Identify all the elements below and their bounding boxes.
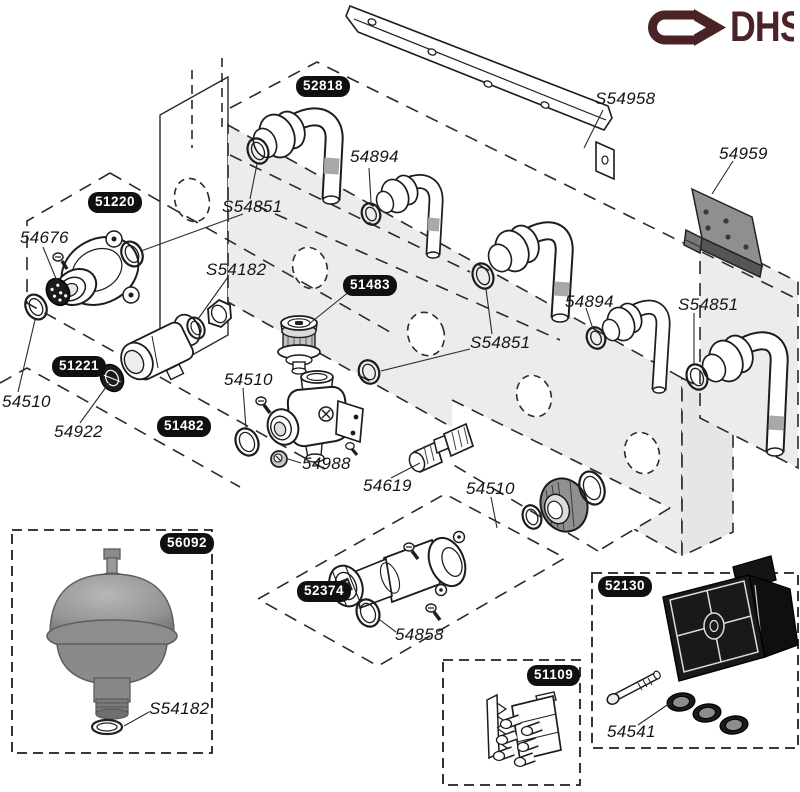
valve-52374 bbox=[328, 530, 467, 610]
o-ring bbox=[685, 363, 709, 391]
elbow-fitting-far-right bbox=[701, 331, 789, 457]
grommets-54541 bbox=[666, 692, 749, 735]
o-ring bbox=[360, 202, 382, 226]
elbow-fitting-52818 bbox=[252, 107, 344, 205]
alignment-dashed-lines bbox=[0, 61, 796, 667]
arrow-logo-icon bbox=[648, 9, 726, 46]
o-ring bbox=[24, 293, 48, 321]
manifold-block-52130 bbox=[662, 555, 799, 682]
screw bbox=[403, 542, 420, 561]
panel-holes bbox=[173, 177, 661, 475]
elbow-fitting-right-small bbox=[601, 299, 671, 394]
mounting-panel-back bbox=[159, 58, 799, 558]
screw bbox=[255, 396, 272, 415]
bracket-plate bbox=[683, 187, 764, 279]
filter-screen-54676 bbox=[45, 277, 71, 307]
screw bbox=[345, 441, 359, 456]
o-ring bbox=[90, 718, 124, 736]
hammer-arrestor-56092 bbox=[46, 548, 178, 720]
threaded-nipple-54619 bbox=[408, 422, 475, 474]
screw bbox=[425, 603, 442, 622]
bolt-52130 bbox=[606, 670, 661, 705]
o-ring bbox=[471, 262, 495, 290]
o-ring bbox=[234, 427, 260, 457]
valve-body-51482 bbox=[266, 370, 364, 463]
wire-connector-51109 bbox=[486, 691, 562, 768]
kit-boxes-dashed bbox=[11, 529, 799, 786]
o-ring bbox=[521, 504, 543, 530]
o-ring bbox=[578, 470, 606, 506]
o-ring bbox=[246, 137, 270, 165]
knurled-nut-assembly bbox=[539, 477, 589, 533]
elbow-fitting-mid bbox=[487, 221, 574, 323]
o-ring bbox=[186, 316, 206, 340]
leader-lines bbox=[17, 109, 734, 727]
cartridge-51483 bbox=[277, 315, 321, 375]
o-ring bbox=[120, 240, 144, 268]
brand-logo-text: DHS bbox=[730, 6, 794, 50]
brand-logo: DHS bbox=[644, 3, 800, 55]
o-ring bbox=[355, 598, 381, 628]
o-ring bbox=[357, 359, 381, 385]
cap-54988 bbox=[270, 450, 288, 468]
hex-nut bbox=[207, 298, 232, 329]
mounting-rail bbox=[345, 4, 615, 181]
elbow-fitting-small bbox=[375, 174, 444, 259]
screw bbox=[52, 252, 69, 270]
o-ring bbox=[585, 326, 607, 350]
